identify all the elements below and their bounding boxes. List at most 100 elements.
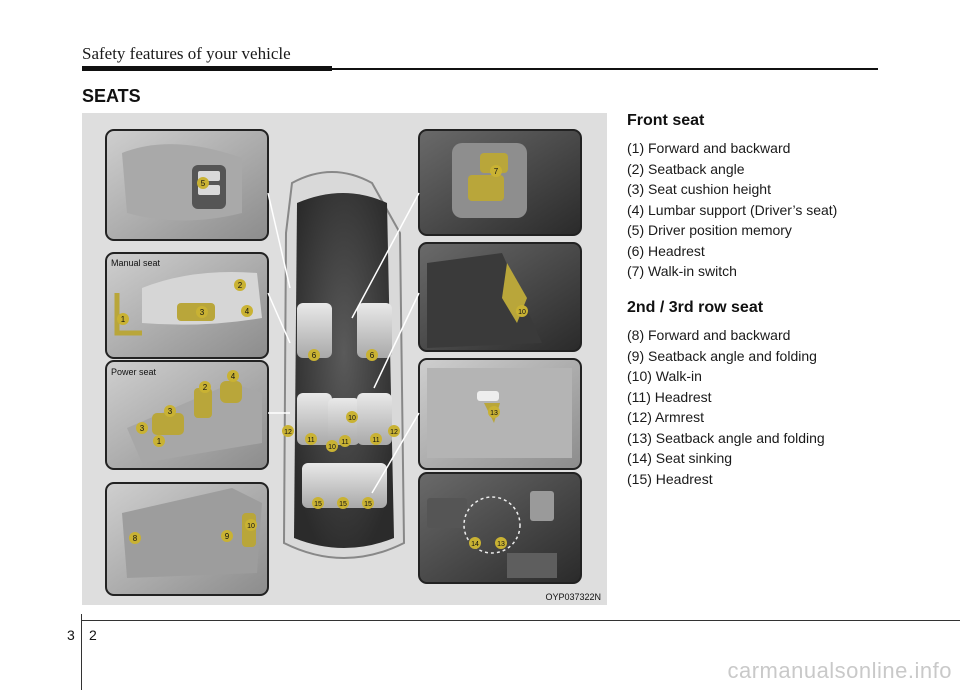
svg-text:13: 13 [490, 410, 498, 417]
panel-walk-in-switch [418, 129, 582, 236]
callout-1b: 1 [153, 435, 165, 447]
callout-12b: 12 [388, 425, 400, 437]
list-item: (5) Driver position memory [627, 222, 792, 238]
list-item: (3) Seat cushion height [627, 181, 771, 197]
figure-code: OYP037322N [545, 592, 601, 602]
svg-text:12: 12 [390, 429, 398, 436]
panel-walk-in-strap [418, 242, 582, 352]
power-seat-label: Power seat [111, 367, 157, 377]
svg-text:6: 6 [370, 351, 375, 360]
svg-text:3: 3 [140, 424, 145, 433]
callout-15c: 15 [362, 497, 374, 509]
front-seat-block: Front seat (1) Forward and backward (2) … [627, 112, 897, 282]
footer-rule [82, 620, 960, 621]
svg-text:10: 10 [247, 523, 255, 530]
svg-text:13: 13 [497, 541, 505, 548]
vehicle-top-view [282, 171, 406, 559]
callout-3a: 3 [196, 306, 208, 318]
list-item: (11) Headrest [627, 388, 712, 405]
list-item: (13) Seatback angle and folding [627, 429, 825, 446]
svg-text:10: 10 [348, 415, 356, 422]
rear-seat-block: 2nd / 3rd row seat (8) Forward and backw… [627, 299, 897, 489]
svg-text:15: 15 [314, 501, 322, 508]
callout-6a: 6 [308, 349, 320, 361]
list-item: (12) Armrest [627, 409, 705, 425]
callout-13b: 13 [495, 537, 507, 549]
list-item: (6) Headrest [627, 242, 705, 259]
list-item: (1) Forward and backward [627, 140, 791, 156]
svg-text:2: 2 [238, 281, 243, 290]
callout-11b: 11 [339, 435, 351, 447]
svg-text:10: 10 [328, 444, 336, 451]
svg-text:15: 15 [339, 501, 347, 508]
callout-7: 7 [490, 165, 502, 177]
callout-4b: 4 [227, 370, 239, 382]
svg-text:11: 11 [341, 439, 348, 446]
callout-15b: 15 [337, 497, 349, 509]
callout-13a: 13 [488, 406, 500, 418]
svg-text:7: 7 [494, 167, 499, 176]
callout-6b: 6 [366, 349, 378, 361]
header-rule-thick [82, 66, 332, 71]
list-item: (10) Walk-in [627, 368, 702, 384]
svg-text:11: 11 [372, 437, 379, 444]
header-title: Safety features of your vehicle [82, 44, 291, 63]
svg-text:4: 4 [231, 372, 236, 381]
list-item: (9) Seatback angle and folding [627, 347, 817, 364]
svg-text:15: 15 [364, 501, 372, 508]
callout-5: 5 [197, 177, 209, 189]
callout-1a: 1 [117, 313, 129, 325]
panel-manual-seat: Manual seat [105, 252, 269, 359]
svg-text:3: 3 [200, 308, 205, 317]
manual-seat-label: Manual seat [111, 258, 161, 268]
callout-lines [267, 192, 420, 494]
rear-seat-list: (8) Forward and backward (9) Seatback an… [627, 325, 897, 489]
svg-text:5: 5 [201, 179, 206, 188]
callout-10d: 10 [326, 440, 338, 452]
svg-text:2: 2 [203, 383, 208, 392]
callout-9: 9 [221, 530, 233, 542]
svg-text:3: 3 [168, 407, 173, 416]
header-rule-thin [332, 68, 878, 70]
list-item: (14) Seat sinking [627, 450, 733, 466]
callout-11c: 11 [370, 433, 382, 445]
svg-text:9: 9 [225, 532, 230, 541]
callout-3b: 3 [164, 405, 176, 417]
svg-text:14: 14 [471, 541, 479, 548]
panel-driver-door [105, 129, 269, 241]
list-item: (2) Seatback angle [627, 160, 745, 177]
svg-text:1: 1 [157, 437, 162, 446]
callout-4a: 4 [241, 305, 253, 317]
list-item: (15) Headrest [627, 470, 713, 487]
callout-10c: 10 [346, 411, 358, 423]
footer-divider [81, 614, 82, 690]
seat-diagram-figure: Manual seat Power seat [82, 113, 607, 605]
panel-power-seat: Power seat [105, 360, 269, 470]
section-number: 3 [67, 627, 75, 643]
svg-text:11: 11 [307, 437, 314, 444]
panel-third-row-lever [418, 358, 582, 470]
callout-14: 14 [469, 537, 481, 549]
seat-diagram-svg: Manual seat Power seat [105, 129, 582, 596]
callout-3c: 3 [136, 422, 148, 434]
watermark[interactable]: carmanualsonline.info [727, 658, 952, 683]
callout-12a: 12 [282, 425, 294, 437]
svg-text:8: 8 [133, 534, 138, 543]
callout-10a: 10 [516, 305, 528, 317]
svg-text:12: 12 [284, 429, 292, 436]
svg-text:6: 6 [312, 351, 317, 360]
callout-2a: 2 [234, 279, 246, 291]
panel-cargo-controls [418, 472, 582, 584]
list-item: (8) Forward and backward [627, 327, 791, 343]
callout-10b: 10 [245, 519, 257, 531]
svg-text:4: 4 [245, 307, 250, 316]
rear-seat-heading: 2nd / 3rd row seat [627, 299, 764, 316]
callout-15a: 15 [312, 497, 324, 509]
svg-text:10: 10 [518, 309, 526, 316]
callout-2b: 2 [199, 381, 211, 393]
list-item: (7) Walk-in switch [627, 263, 737, 279]
callout-11a: 11 [305, 433, 317, 445]
front-seat-list: (1) Forward and backward (2) Seatback an… [627, 138, 897, 282]
front-seat-heading: Front seat [627, 112, 705, 129]
svg-text:1: 1 [121, 315, 126, 324]
